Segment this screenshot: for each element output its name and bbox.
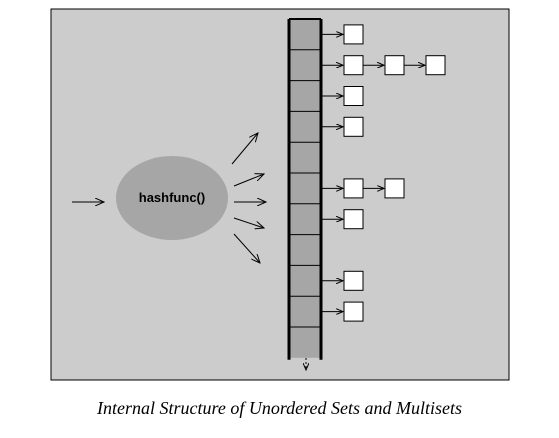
chain-node	[384, 55, 405, 76]
chain-node	[343, 116, 364, 137]
bucket-array	[287, 18, 323, 360]
chain-node	[343, 209, 364, 230]
bucket-chains	[321, 24, 446, 322]
hash-output-arrow	[233, 217, 264, 228]
hash-output-arrow	[231, 133, 258, 165]
chain-node	[343, 24, 364, 45]
chain-node	[343, 301, 364, 322]
chain-node	[343, 55, 364, 76]
hash-function-ellipse	[116, 156, 228, 240]
chain-node	[343, 86, 364, 106]
chain-node	[425, 55, 446, 76]
bucket-array-fill	[289, 19, 321, 358]
chain-node	[343, 270, 364, 291]
chain-node	[343, 178, 364, 199]
hash-output-arrow	[233, 174, 264, 187]
hash-output-arrows	[231, 133, 266, 263]
chain-node	[384, 178, 405, 199]
hash-output-arrow	[233, 233, 260, 263]
figure-caption: Internal Structure of Unordered Sets and…	[97, 398, 462, 418]
hash-function-label: hashfunc()	[139, 190, 205, 205]
